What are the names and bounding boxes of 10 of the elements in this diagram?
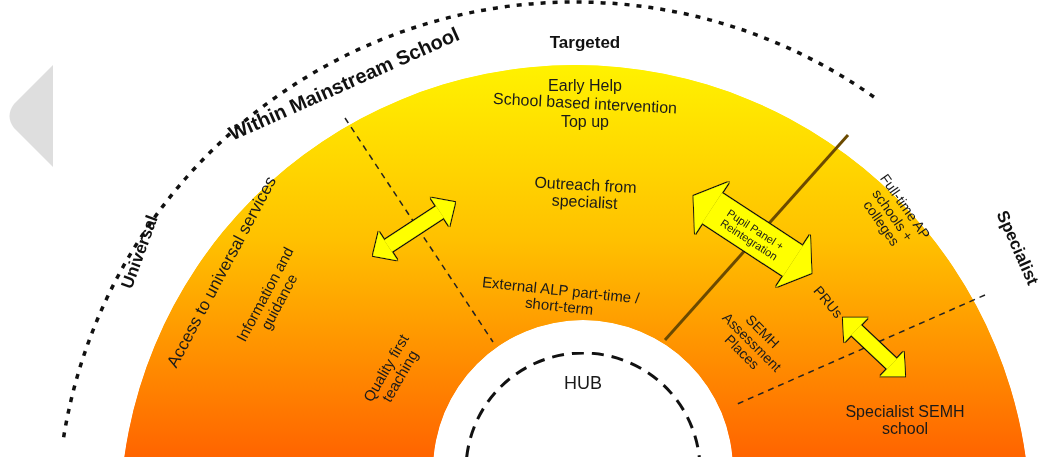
sector-label: External ALP part-time / short-term	[480, 273, 642, 320]
tier-label: Targeted	[549, 33, 621, 53]
sector-label: Early Help	[547, 77, 623, 95]
double-arrow	[842, 317, 906, 377]
double-arrow	[372, 197, 456, 261]
hub-label: HUB	[563, 373, 603, 393]
double-arrow	[693, 182, 812, 287]
sector-label: Top up	[559, 113, 609, 131]
sector-label: Outreach from specialist	[532, 173, 638, 214]
sector-label: Specialist SEMH school	[844, 404, 966, 438]
